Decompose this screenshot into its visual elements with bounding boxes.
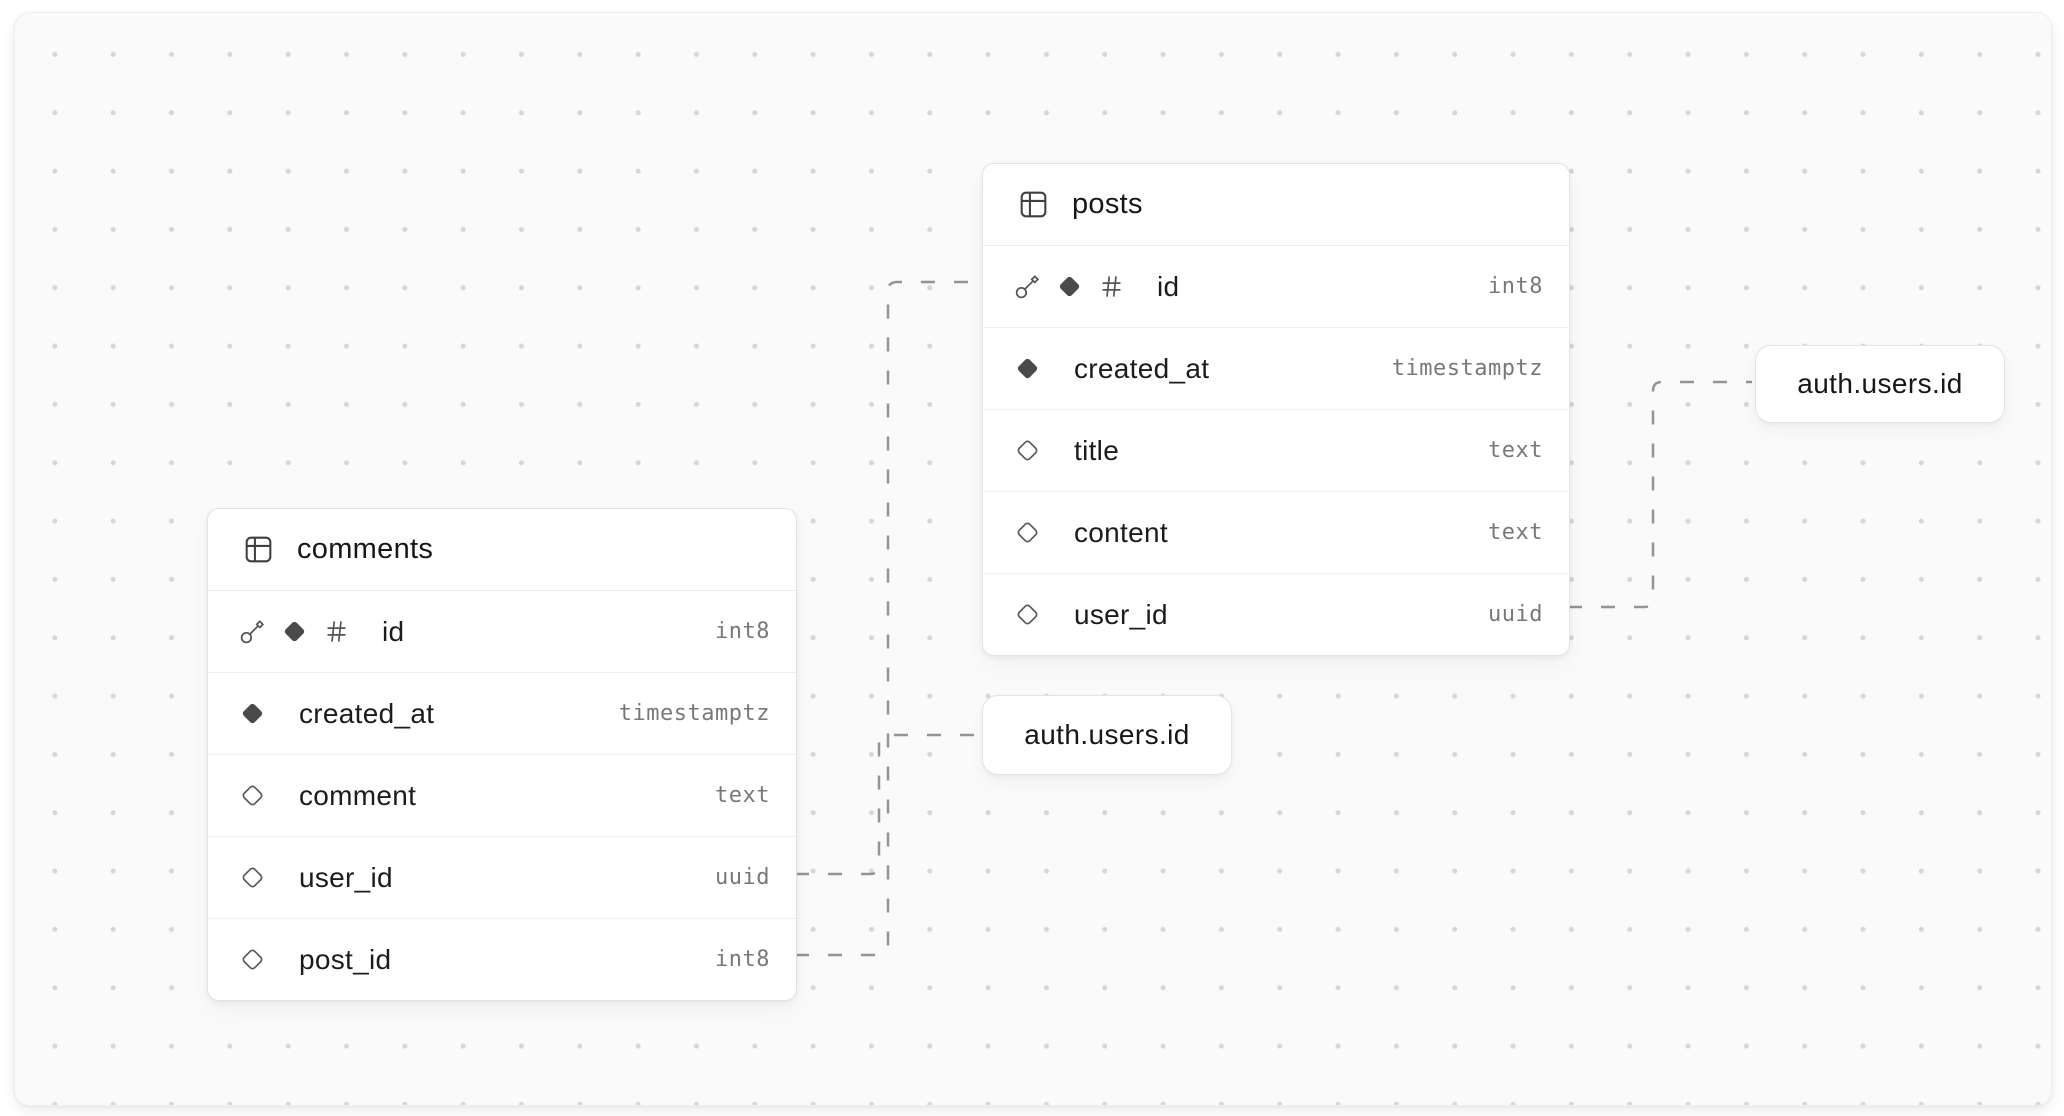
- diamond-outline-icon: [1013, 518, 1042, 547]
- edge-comments.user_id-to-auth.users.id: [795, 733, 979, 876]
- edge-comments.post_id-to-posts.id: [795, 280, 979, 957]
- table-rows: id int8 created_at timestamptz comment t…: [208, 591, 796, 1000]
- hash-icon: [323, 618, 350, 645]
- column-type: uuid: [1488, 602, 1543, 627]
- foreign-ref-label: auth.users.id: [1024, 719, 1190, 750]
- column-name: created_at: [299, 697, 435, 729]
- column-name: title: [1074, 434, 1120, 466]
- column-type: text: [1488, 520, 1543, 545]
- column-name: post_id: [299, 943, 392, 975]
- column-row-comments-id: id int8: [208, 591, 796, 673]
- column-type: int8: [1488, 274, 1543, 299]
- edge-posts.user_id-to-auth.users.id: [1568, 380, 1752, 609]
- table-rows: id int8 created_at timestamptz title tex…: [983, 246, 1569, 655]
- column-icons: [238, 863, 267, 892]
- table-header: comments: [208, 509, 796, 591]
- table-icon: [242, 533, 275, 566]
- column-row-comments-created_at: created_at timestamptz: [208, 673, 796, 755]
- column-icons: [238, 617, 350, 646]
- hash-icon: [1098, 273, 1125, 300]
- diamond-outline-icon: [238, 863, 267, 892]
- column-name: user_id: [1074, 598, 1168, 630]
- foreign-ref-label: auth.users.id: [1797, 368, 1963, 399]
- table-node-comments[interactable]: comments id int8 created_at timestamptz …: [207, 508, 797, 1001]
- table-node-posts[interactable]: posts id int8 created_at timestamptz tit…: [982, 163, 1570, 656]
- column-name: id: [1157, 270, 1180, 302]
- column-row-posts-id: id int8: [983, 246, 1569, 328]
- column-type: int8: [715, 619, 770, 644]
- foreign-ref-node-1[interactable]: auth.users.id: [1755, 345, 2005, 423]
- column-type: timestamptz: [618, 701, 770, 726]
- table-name: posts: [1072, 188, 1143, 220]
- diamond-filled-icon: [1055, 272, 1084, 301]
- column-icons: [238, 699, 267, 728]
- column-name: created_at: [1074, 352, 1210, 384]
- column-type: timestamptz: [1391, 356, 1543, 381]
- schema-canvas[interactable]: comments id int8 created_at timestamptz …: [14, 12, 2052, 1106]
- column-name: id: [382, 615, 405, 647]
- column-icons: [1013, 436, 1042, 465]
- foreign-ref-node-0[interactable]: auth.users.id: [982, 695, 1232, 775]
- key-icon: [1013, 273, 1041, 301]
- table-header: posts: [983, 164, 1569, 246]
- diamond-outline-icon: [1013, 600, 1042, 629]
- column-row-posts-title: title text: [983, 410, 1569, 492]
- column-icons: [1013, 354, 1042, 383]
- column-icons: [1013, 518, 1042, 547]
- column-row-comments-post_id: post_id int8: [208, 919, 796, 1000]
- column-row-posts-created_at: created_at timestamptz: [983, 328, 1569, 410]
- column-type: text: [1488, 438, 1543, 463]
- table-name: comments: [297, 533, 434, 565]
- column-row-comments-user_id: user_id uuid: [208, 837, 796, 919]
- column-name: user_id: [299, 861, 393, 893]
- column-name: content: [1074, 516, 1168, 548]
- column-name: comment: [299, 779, 417, 811]
- table-icon: [1017, 188, 1050, 221]
- key-icon: [238, 618, 266, 646]
- diamond-filled-icon: [280, 617, 309, 646]
- column-icons: [1013, 600, 1042, 629]
- column-row-posts-content: content text: [983, 492, 1569, 574]
- diamond-outline-icon: [238, 781, 267, 810]
- column-icons: [238, 781, 267, 810]
- column-row-comments-comment: comment text: [208, 755, 796, 837]
- column-type: int8: [715, 947, 770, 972]
- column-row-posts-user_id: user_id uuid: [983, 574, 1569, 655]
- diamond-outline-icon: [1013, 436, 1042, 465]
- column-type: uuid: [715, 865, 770, 890]
- diamond-filled-icon: [1013, 354, 1042, 383]
- diamond-outline-icon: [238, 945, 267, 974]
- column-type: text: [715, 783, 770, 808]
- diamond-filled-icon: [238, 699, 267, 728]
- column-icons: [238, 945, 267, 974]
- column-icons: [1013, 272, 1125, 301]
